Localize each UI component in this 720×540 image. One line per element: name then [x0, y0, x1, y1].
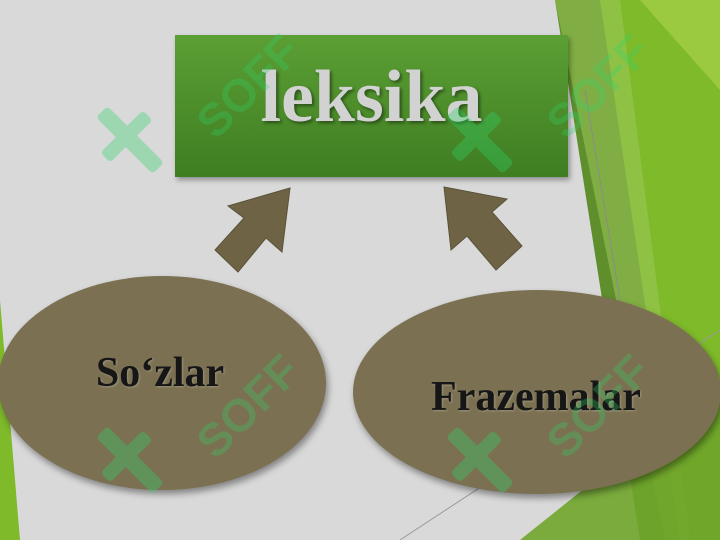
child-node-label: So‘zlar — [95, 350, 225, 396]
arrow-left — [214, 187, 291, 273]
green-corner — [640, 0, 720, 90]
decor-line-2 — [584, 89, 621, 301]
root-node-label: leksika — [260, 55, 483, 138]
child-node-sozlar: So‘zlar — [0, 276, 326, 490]
arrow-right — [443, 186, 523, 271]
child-node-label: Frazemalar — [431, 374, 641, 420]
child-node-frazemalar: Frazemalar — [353, 290, 720, 494]
root-node: leksika — [175, 35, 568, 177]
